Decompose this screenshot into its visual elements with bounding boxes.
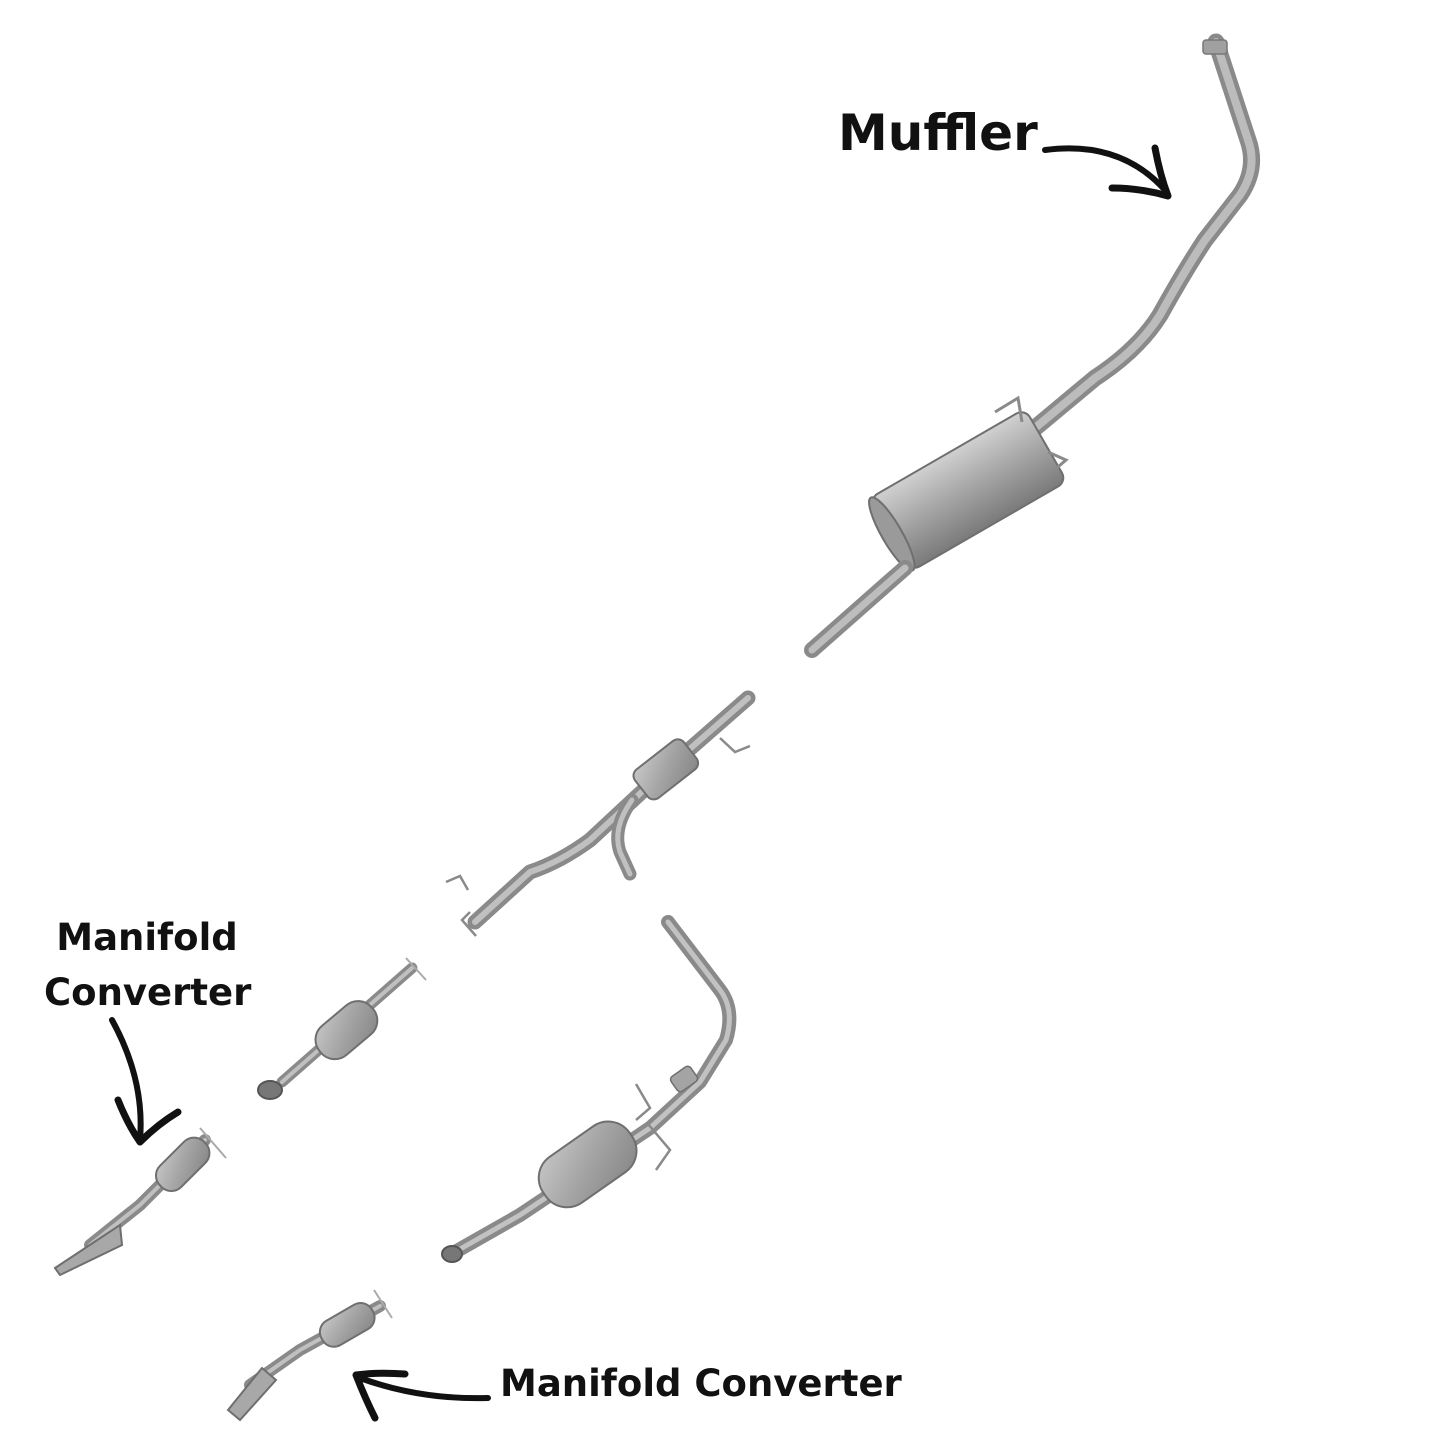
tailpipe [1026, 33, 1261, 437]
y-pipe-converter [632, 738, 700, 801]
front-converter-flange [257, 1080, 283, 1100]
manifold-converter-left-label: Manifold Converter [44, 916, 252, 1014]
manifold-left-arrow-icon [109, 1017, 182, 1146]
manifold-converter-bottom-part [226, 1289, 393, 1422]
manifold-bottom-arrow-icon [352, 1369, 491, 1422]
front-converter-left [257, 957, 427, 1100]
muffler-hanger [994, 395, 1069, 474]
muffler-label: Muffler [838, 104, 1038, 162]
muffler-assembly [804, 33, 1261, 658]
front-converter-right [441, 915, 737, 1263]
y-pipe-assembly [445, 690, 756, 937]
muffler-arrow-icon [1042, 144, 1172, 200]
tailpipe-tip [1202, 39, 1228, 55]
y-pipe-bracket [445, 737, 751, 937]
manifold-converter-left-part [53, 1127, 227, 1277]
manifold-converter-bottom-label: Manifold Converter [500, 1362, 902, 1405]
muffler-body [868, 411, 1065, 572]
